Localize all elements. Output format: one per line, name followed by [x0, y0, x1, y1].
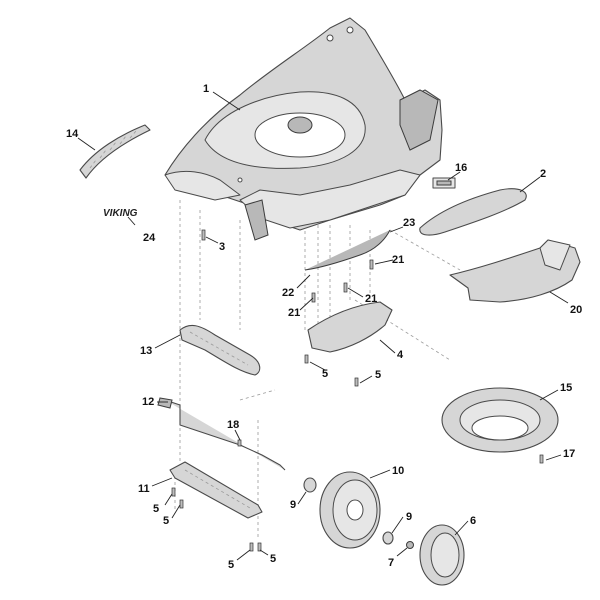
- callout-21b: 21: [365, 293, 377, 305]
- callout-11: 11: [138, 483, 150, 495]
- part-15-wheel-bowl: [441, 387, 559, 453]
- callout-5d: 5: [163, 515, 169, 527]
- callout-24: 24: [143, 232, 156, 244]
- callout-5e: 5: [228, 559, 234, 571]
- callout-5a: 5: [322, 368, 328, 380]
- callout-labels: 1 2 3 4 5 5 5 5 5 5 6 7 9 9 10 11 12 13 …: [66, 83, 582, 571]
- leader-lines: [77, 91, 569, 561]
- callout-9b: 9: [406, 511, 412, 523]
- part-13-rear-roller: [179, 324, 261, 376]
- callout-20: 20: [570, 304, 582, 316]
- callout-12: 12: [142, 396, 154, 408]
- screws: [171, 229, 544, 552]
- callout-18: 18: [227, 419, 239, 431]
- part-22-23-cable: [304, 229, 391, 271]
- callout-14: 14: [66, 128, 79, 140]
- callout-17: 17: [563, 448, 575, 460]
- callout-4: 4: [397, 349, 404, 361]
- part-14-grip-strip: [79, 124, 151, 179]
- part-20-rear-deflector: [449, 239, 581, 303]
- callout-10: 10: [392, 465, 404, 477]
- part-16-label: [432, 177, 456, 189]
- brand-logo: VIKING: [103, 208, 138, 219]
- callout-15: 15: [560, 382, 572, 394]
- callout-23: 23: [403, 217, 415, 229]
- callout-7: 7: [388, 557, 394, 569]
- part-7-nut: [406, 541, 414, 549]
- callout-3: 3: [219, 241, 225, 253]
- part-6-hubcap: [419, 524, 465, 586]
- callout-1: 1: [203, 83, 209, 95]
- part-1-deck-housing: [164, 17, 443, 241]
- part-9-bushings: [303, 477, 394, 545]
- callout-5c: 5: [153, 503, 159, 515]
- callout-21c: 21: [288, 307, 300, 319]
- part-11-rack: [169, 461, 263, 519]
- callout-9a: 9: [290, 499, 296, 511]
- callout-13: 13: [140, 345, 152, 357]
- callout-5b: 5: [375, 369, 381, 381]
- part-12-axle: [157, 397, 286, 471]
- part-10-wheel: [319, 471, 381, 549]
- callout-22: 22: [282, 287, 294, 299]
- callout-6: 6: [470, 515, 476, 527]
- callout-5f: 5: [270, 553, 276, 565]
- callout-21a: 21: [392, 254, 404, 266]
- part-2-handle-cover: [419, 188, 527, 236]
- callout-2: 2: [540, 168, 546, 180]
- callout-16: 16: [455, 162, 467, 174]
- part-4-discharge-flap: [307, 301, 393, 353]
